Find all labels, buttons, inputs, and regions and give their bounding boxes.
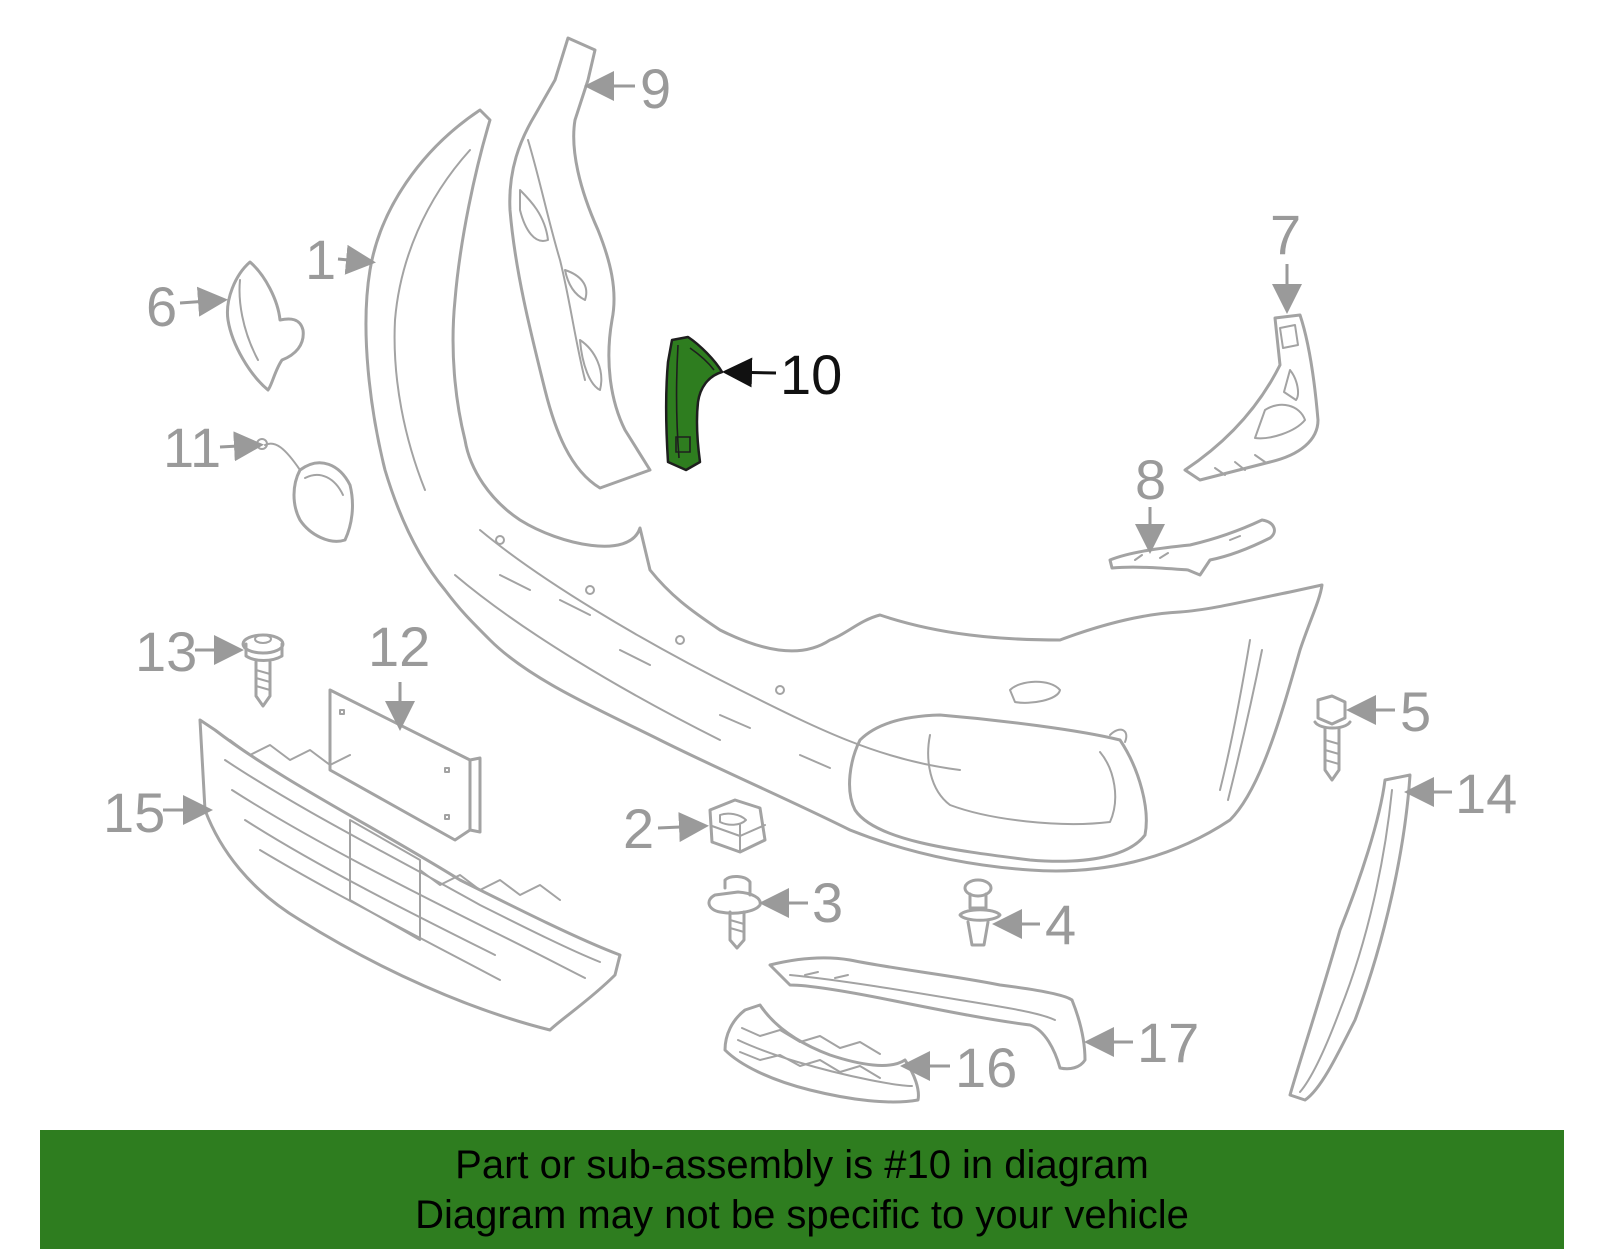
callout-9: 9 [584, 57, 671, 120]
part-7-bracket [1183, 313, 1320, 482]
part-10-highlighted-bracket [664, 335, 724, 472]
callout-6: 6 [146, 275, 228, 338]
callout-10: 10 [722, 343, 842, 406]
callout-label-1: 1 [305, 228, 336, 291]
part-3-bolt [707, 875, 762, 950]
part-4-push-pin [958, 878, 1002, 947]
callout-11: 11 [163, 416, 264, 479]
callout-label-2: 2 [623, 797, 654, 860]
callout-label-13: 13 [135, 620, 197, 683]
callout-label-6: 6 [146, 275, 177, 338]
banner-line-disclaimer: Diagram may not be specific to your vehi… [415, 1193, 1189, 1237]
callout-label-7: 7 [1270, 203, 1301, 266]
callout-label-8: 8 [1135, 448, 1166, 511]
callout-8: 8 [1135, 448, 1166, 554]
part-15-lower-grille [198, 718, 622, 1032]
callout-14: 14 [1404, 762, 1517, 825]
part-8-trim-strip [1108, 518, 1276, 577]
callout-label-12: 12 [368, 615, 430, 678]
part-13-screw [241, 633, 285, 708]
callout-5: 5 [1346, 680, 1431, 743]
callout-label-11: 11 [163, 416, 221, 479]
callout-17: 17 [1084, 1011, 1199, 1074]
callout-16: 16 [900, 1036, 1017, 1099]
callout-label-14: 14 [1455, 762, 1517, 825]
callout-label-4: 4 [1045, 893, 1076, 956]
part-16-small-grille [723, 1003, 920, 1104]
callout-label-5: 5 [1400, 680, 1431, 743]
part-1-bumper-cover [364, 108, 1324, 873]
banner-line-part-number: Part or sub-assembly is #10 in diagram [455, 1143, 1149, 1187]
callout-12: 12 [368, 615, 430, 731]
callout-13: 13 [135, 620, 244, 683]
callout-3: 3 [759, 871, 843, 934]
callout-4: 4 [992, 893, 1076, 956]
part-6-washer-cover [225, 260, 305, 392]
callout-2: 2 [623, 797, 709, 860]
part-11-tow-hook-cap [256, 438, 354, 543]
callout-label-3: 3 [812, 871, 843, 934]
callout-label-10: 10 [780, 343, 842, 406]
callout-label-16: 16 [955, 1036, 1017, 1099]
part-17-trim-molding [768, 956, 1087, 1071]
callout-label-15: 15 [103, 781, 165, 844]
info-banner: Part or sub-assembly is #10 in diagram D… [40, 1130, 1564, 1249]
part-5-bolt [1313, 694, 1352, 782]
callout-1: 1 [305, 228, 376, 291]
part-14-side-trim [1288, 773, 1412, 1102]
part-12-license-plate-bracket [328, 688, 482, 842]
part-9-bracket [508, 36, 652, 490]
callout-7: 7 [1270, 203, 1302, 314]
part-2-clip-nut [708, 798, 767, 854]
callout-15: 15 [103, 781, 213, 844]
callout-label-17: 17 [1137, 1011, 1199, 1074]
callout-label-9: 9 [640, 57, 671, 120]
